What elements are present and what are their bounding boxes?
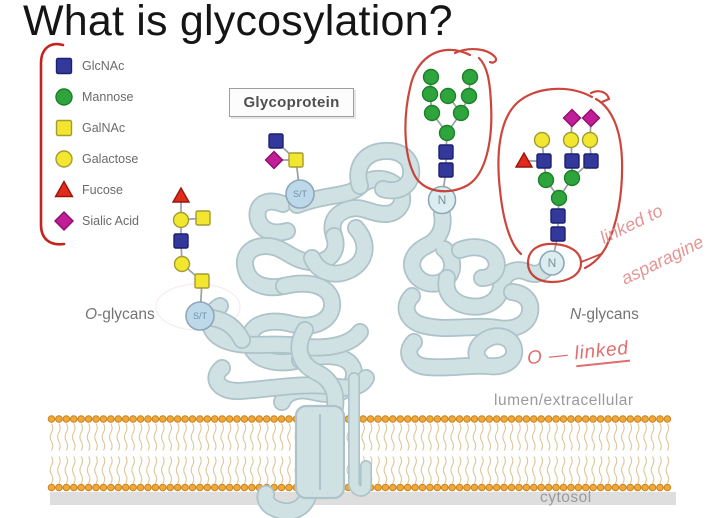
legend-label: Mannose <box>82 90 134 104</box>
legend-label: GlcNAc <box>82 59 125 73</box>
legend-label: GalNAc <box>82 121 126 135</box>
legend-item-galactose: Galactose <box>54 148 138 170</box>
magenta-diamond-icon <box>54 211 74 231</box>
red-triangle-icon <box>54 180 74 198</box>
o-glycan-1: S/T <box>171 186 215 331</box>
o-glycans-label: O-glycans <box>85 306 155 323</box>
legend-label: Galactose <box>82 152 139 166</box>
yellow-circle-icon <box>55 150 73 168</box>
legend-label: Fucose <box>82 183 123 197</box>
residue-label: N <box>548 256 557 270</box>
legend-item-glcnac: GlcNAc <box>54 55 124 77</box>
glycoprotein-label: Glycoprotein <box>229 88 354 117</box>
legend-item-galnac: GalNAc <box>54 117 125 139</box>
n-glycans-label: N-glycans <box>570 306 639 323</box>
glycoprotein-backbone <box>201 141 557 518</box>
blue-square-icon <box>55 57 73 75</box>
legend-bracket <box>39 42 66 246</box>
n-glycan-2: N <box>514 108 601 276</box>
residue-circle <box>427 185 457 215</box>
yellow-square-icon <box>55 119 73 137</box>
legend-item-sialic-acid: Sialic Acid <box>54 210 139 232</box>
slide-title: What is glycosylation? <box>23 0 453 45</box>
red-annotations <box>404 47 624 284</box>
residue-circle <box>539 250 565 276</box>
legend-item-fucose: Fucose <box>54 179 123 201</box>
residue-label: S/T <box>293 189 308 199</box>
lumen-label: lumen/extracellular <box>494 392 634 409</box>
residue-label: S/T <box>193 311 208 321</box>
n-glycan-1: N <box>421 68 479 215</box>
residue-circle <box>185 301 215 331</box>
legend-label: Sialic Acid <box>82 214 139 228</box>
residue-circle <box>285 179 315 209</box>
residue-label: N <box>438 193 447 207</box>
cytosol-label: cytosol <box>540 489 592 506</box>
green-circle-icon <box>55 88 73 106</box>
legend-item-mannose: Mannose <box>54 86 133 108</box>
o-glycan-2: S/T <box>264 133 315 209</box>
